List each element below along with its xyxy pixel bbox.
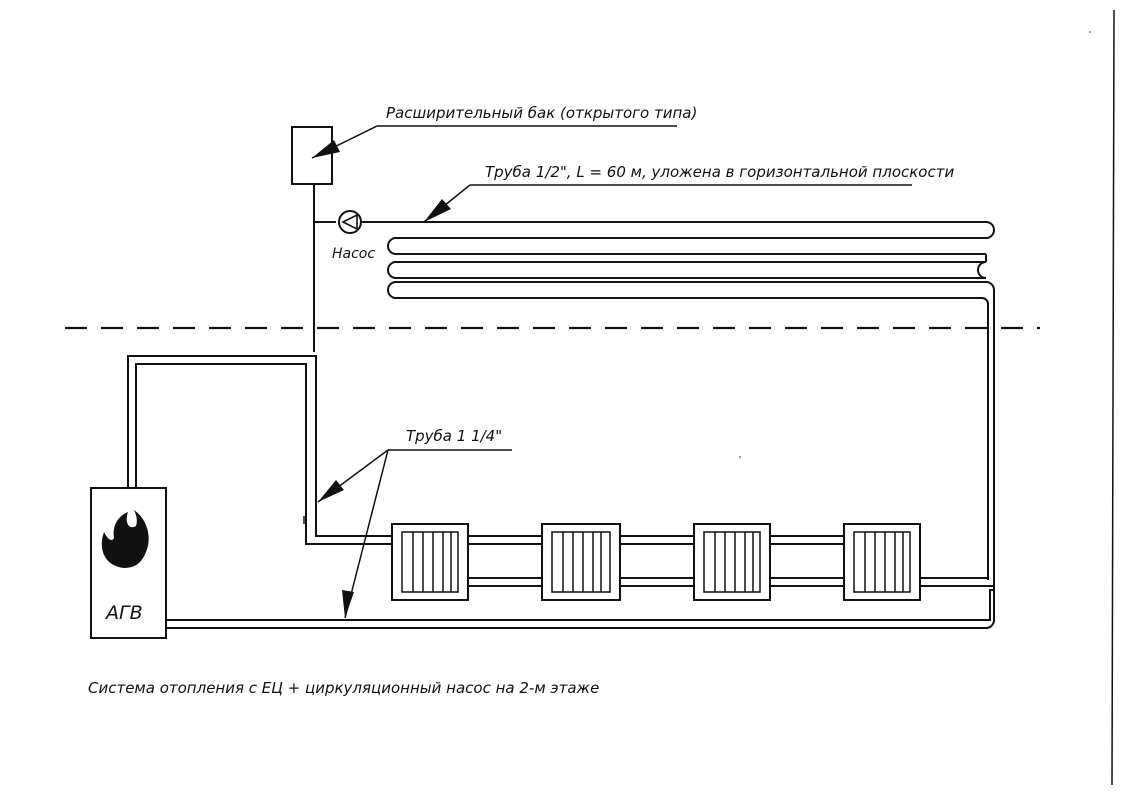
boiler-supply-pipe bbox=[127, 355, 392, 545]
radiator-4 bbox=[843, 523, 921, 601]
scan-speck bbox=[739, 456, 741, 458]
return-main-pipe bbox=[166, 589, 995, 629]
floor-pipe-leader bbox=[423, 184, 912, 223]
radiator-3 bbox=[693, 523, 771, 601]
expansion-tank bbox=[291, 126, 333, 185]
main-pipe-leader bbox=[317, 449, 512, 619]
flame-icon bbox=[101, 510, 149, 568]
pump-label: Насос bbox=[332, 246, 375, 262]
main-pipe-label: Труба 1 1/4" bbox=[406, 427, 502, 445]
floor-heating-loop bbox=[361, 221, 995, 590]
radiator-rails bbox=[468, 535, 994, 587]
floor-pipe-label: Труба 1/2", L = 60 м, уложена в горизонт… bbox=[485, 163, 954, 181]
diagram-caption: Система отопления с ЕЦ + циркуляционный … bbox=[88, 679, 599, 697]
radiator-2 bbox=[541, 523, 621, 601]
boiler-label: АГВ bbox=[104, 602, 143, 624]
pump-icon bbox=[338, 210, 362, 234]
expansion-tank-leader bbox=[311, 125, 677, 159]
expansion-tank-label: Расширительный бак (открытого типа) bbox=[386, 104, 697, 122]
radiator-1 bbox=[391, 523, 469, 601]
page-edge-line bbox=[1111, 9, 1115, 786]
scan-speck bbox=[1089, 31, 1091, 33]
boiler-agv bbox=[90, 487, 167, 639]
